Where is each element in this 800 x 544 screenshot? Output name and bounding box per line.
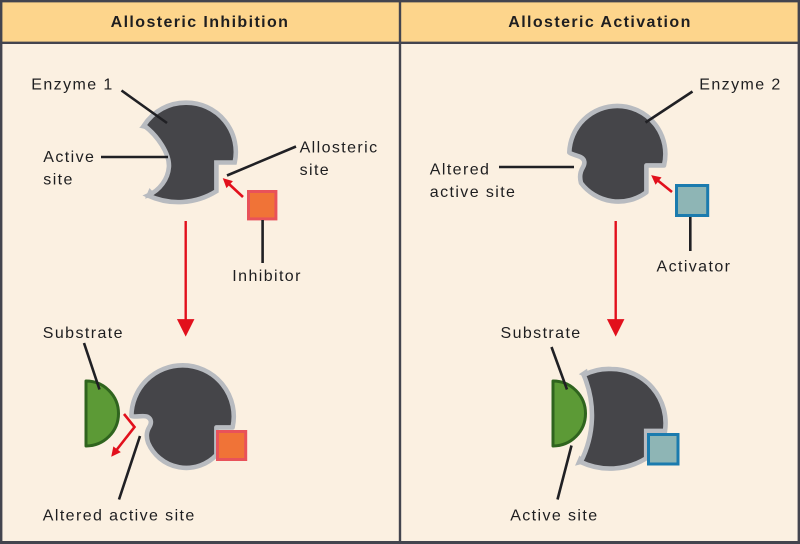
svg-text:Altered: Altered xyxy=(430,161,491,178)
svg-text:Allosteric Inhibition: Allosteric Inhibition xyxy=(111,14,290,31)
svg-text:Substrate: Substrate xyxy=(501,325,582,342)
svg-text:Active: Active xyxy=(43,149,95,166)
svg-text:Allosteric Activation: Allosteric Activation xyxy=(508,14,692,31)
svg-text:Enzyme 1: Enzyme 1 xyxy=(31,77,113,94)
svg-text:Inhibitor: Inhibitor xyxy=(232,268,302,285)
svg-text:Substrate: Substrate xyxy=(43,325,124,342)
svg-text:Enzyme 2: Enzyme 2 xyxy=(699,77,781,94)
svg-text:site: site xyxy=(43,171,74,188)
svg-text:active site: active site xyxy=(430,184,517,201)
svg-text:Activator: Activator xyxy=(657,258,732,275)
svg-text:Active site: Active site xyxy=(510,507,598,524)
svg-text:Allosteric: Allosteric xyxy=(300,140,379,157)
svg-text:Altered active site: Altered active site xyxy=(43,507,196,524)
svg-text:site: site xyxy=(300,162,331,179)
